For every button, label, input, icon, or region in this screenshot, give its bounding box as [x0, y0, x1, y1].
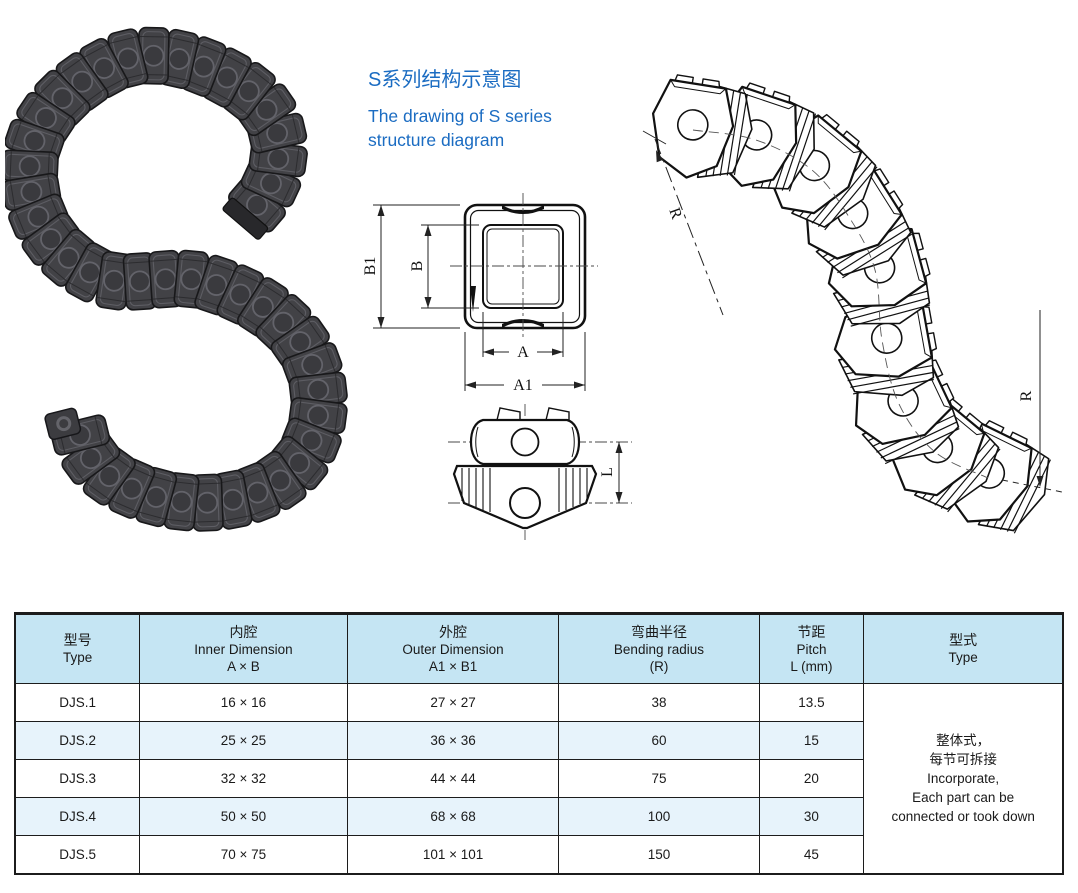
front-view-dimensions: B1 B A A1: [362, 204, 586, 394]
cell-outer-dimension: 36 × 36: [346, 721, 560, 760]
spec-table: 型号 Type 内腔 Inner Dimension A × B 外腔 Oute…: [14, 612, 1064, 875]
dim-label-a: A: [517, 344, 529, 361]
cell-bending-radius: 60: [558, 721, 760, 760]
column-header-structure-type: 型式 Type: [863, 613, 1064, 684]
cell-inner-dimension: 16 × 16: [139, 683, 348, 722]
front-view-drawing: [450, 193, 598, 340]
dim-label-b: B: [409, 261, 426, 272]
side-view-dimensions: L: [599, 442, 623, 503]
dim-label-b1: B1: [362, 257, 379, 276]
column-header-type: 型号 Type: [14, 613, 141, 684]
header-row: 型号 Type 内腔 Inner Dimension A × B 外腔 Oute…: [14, 613, 1064, 684]
spec-table-section: 型号 Type 内腔 Inner Dimension A × B 外腔 Oute…: [14, 612, 1064, 875]
cell-inner-dimension: 70 × 75: [139, 835, 348, 875]
column-header-outer-dimension: 外腔 Outer Dimension A1 × B1: [346, 613, 560, 684]
bending-radius-drawing: R R: [642, 74, 1063, 534]
cell-type: DJS.5: [14, 835, 141, 875]
cell-pitch: 20: [758, 759, 865, 798]
column-header-bending-radius: 弯曲半径 Bending radius (R): [558, 613, 760, 684]
cell-pitch: 45: [758, 835, 865, 875]
cell-type: DJS.2: [14, 721, 141, 760]
cell-pitch: 15: [758, 721, 865, 760]
cell-type: DJS.4: [14, 797, 141, 836]
cell-pitch: 13.5: [758, 683, 865, 722]
title-block: S系列结构示意图 The drawing of S series structu…: [368, 63, 552, 152]
page-title-english-line2: structure diagram: [368, 130, 505, 150]
cell-bending-radius: 150: [558, 835, 760, 875]
dim-label-r-left: R: [665, 206, 685, 222]
column-header-inner-dimension: 内腔 Inner Dimension A × B: [139, 613, 348, 684]
cell-inner-dimension: 32 × 32: [139, 759, 348, 798]
cell-inner-dimension: 50 × 50: [139, 797, 348, 836]
cell-outer-dimension: 44 × 44: [346, 759, 560, 798]
cell-type: DJS.1: [14, 683, 141, 722]
s-chain-photo: [5, 26, 348, 532]
dim-label-a1: A1: [513, 377, 533, 394]
dim-label-r-right: R: [1018, 390, 1035, 401]
cell-type: DJS.3: [14, 759, 141, 798]
side-view-drawing: [448, 404, 632, 540]
cell-outer-dimension: 27 × 27: [346, 683, 560, 722]
cell-bending-radius: 38: [558, 683, 760, 722]
radius-dimensions: R R: [642, 130, 1063, 493]
curved-chain-links-group: [651, 74, 1052, 534]
top-latch-mark: [502, 205, 544, 214]
page-title-english-line1: The drawing of S series: [368, 106, 552, 126]
cell-inner-dimension: 25 × 25: [139, 721, 348, 760]
bottom-latch-mark: [502, 319, 544, 328]
cell-bending-radius: 100: [558, 797, 760, 836]
opening-arrow-mark: [470, 286, 476, 312]
cell-bending-radius: 75: [558, 759, 760, 798]
dimension-drawing: B1 B A A1: [362, 193, 632, 540]
cell-pitch: 30: [758, 797, 865, 836]
cell-outer-dimension: 101 × 101: [346, 835, 560, 875]
column-header-pitch: 节距 Pitch L (mm): [758, 613, 865, 684]
s-chain-links-group: [5, 26, 348, 532]
page-title-chinese: S系列结构示意图: [368, 69, 522, 91]
cell-outer-dimension: 68 × 68: [346, 797, 560, 836]
dim-label-l: L: [599, 467, 616, 477]
